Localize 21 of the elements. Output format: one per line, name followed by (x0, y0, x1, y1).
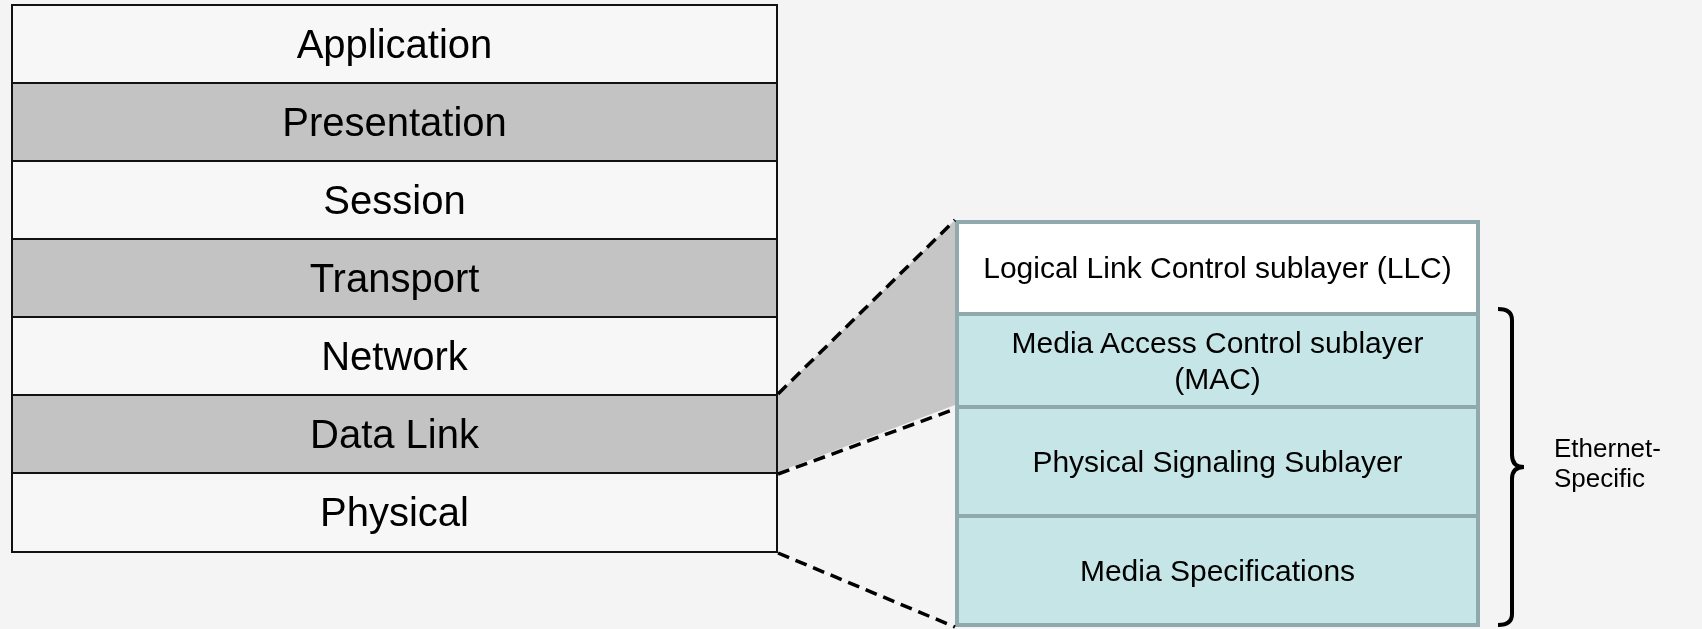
layer-box (11, 238, 778, 318)
layer-box (11, 472, 778, 553)
layer-label: Session (323, 177, 466, 223)
layer-box (11, 4, 778, 84)
layer-label: Transport (309, 255, 480, 301)
layer-label: Physical Signaling Sublayer (1032, 443, 1403, 480)
layer-box (11, 160, 778, 240)
layer-label: Logical Link Control sublayer (LLC) (983, 250, 1452, 286)
layer-label: Presentation (282, 99, 507, 145)
bracket-label: Ethernet-Specific (1554, 434, 1662, 494)
dashed-connector (777, 551, 956, 629)
layer-label: Physical (320, 490, 469, 535)
layer-label: Application (296, 21, 493, 67)
layer-label: Media Access Control sublayer (MAC) (1010, 324, 1425, 397)
layer-box (11, 316, 778, 396)
layer-label: Data Link (310, 411, 479, 457)
layer-label: Media Specifications (1079, 552, 1356, 589)
dashed-connector (776, 218, 957, 396)
layer-box (11, 394, 778, 474)
layer-box (11, 82, 778, 162)
layer-label: Network (321, 333, 468, 379)
